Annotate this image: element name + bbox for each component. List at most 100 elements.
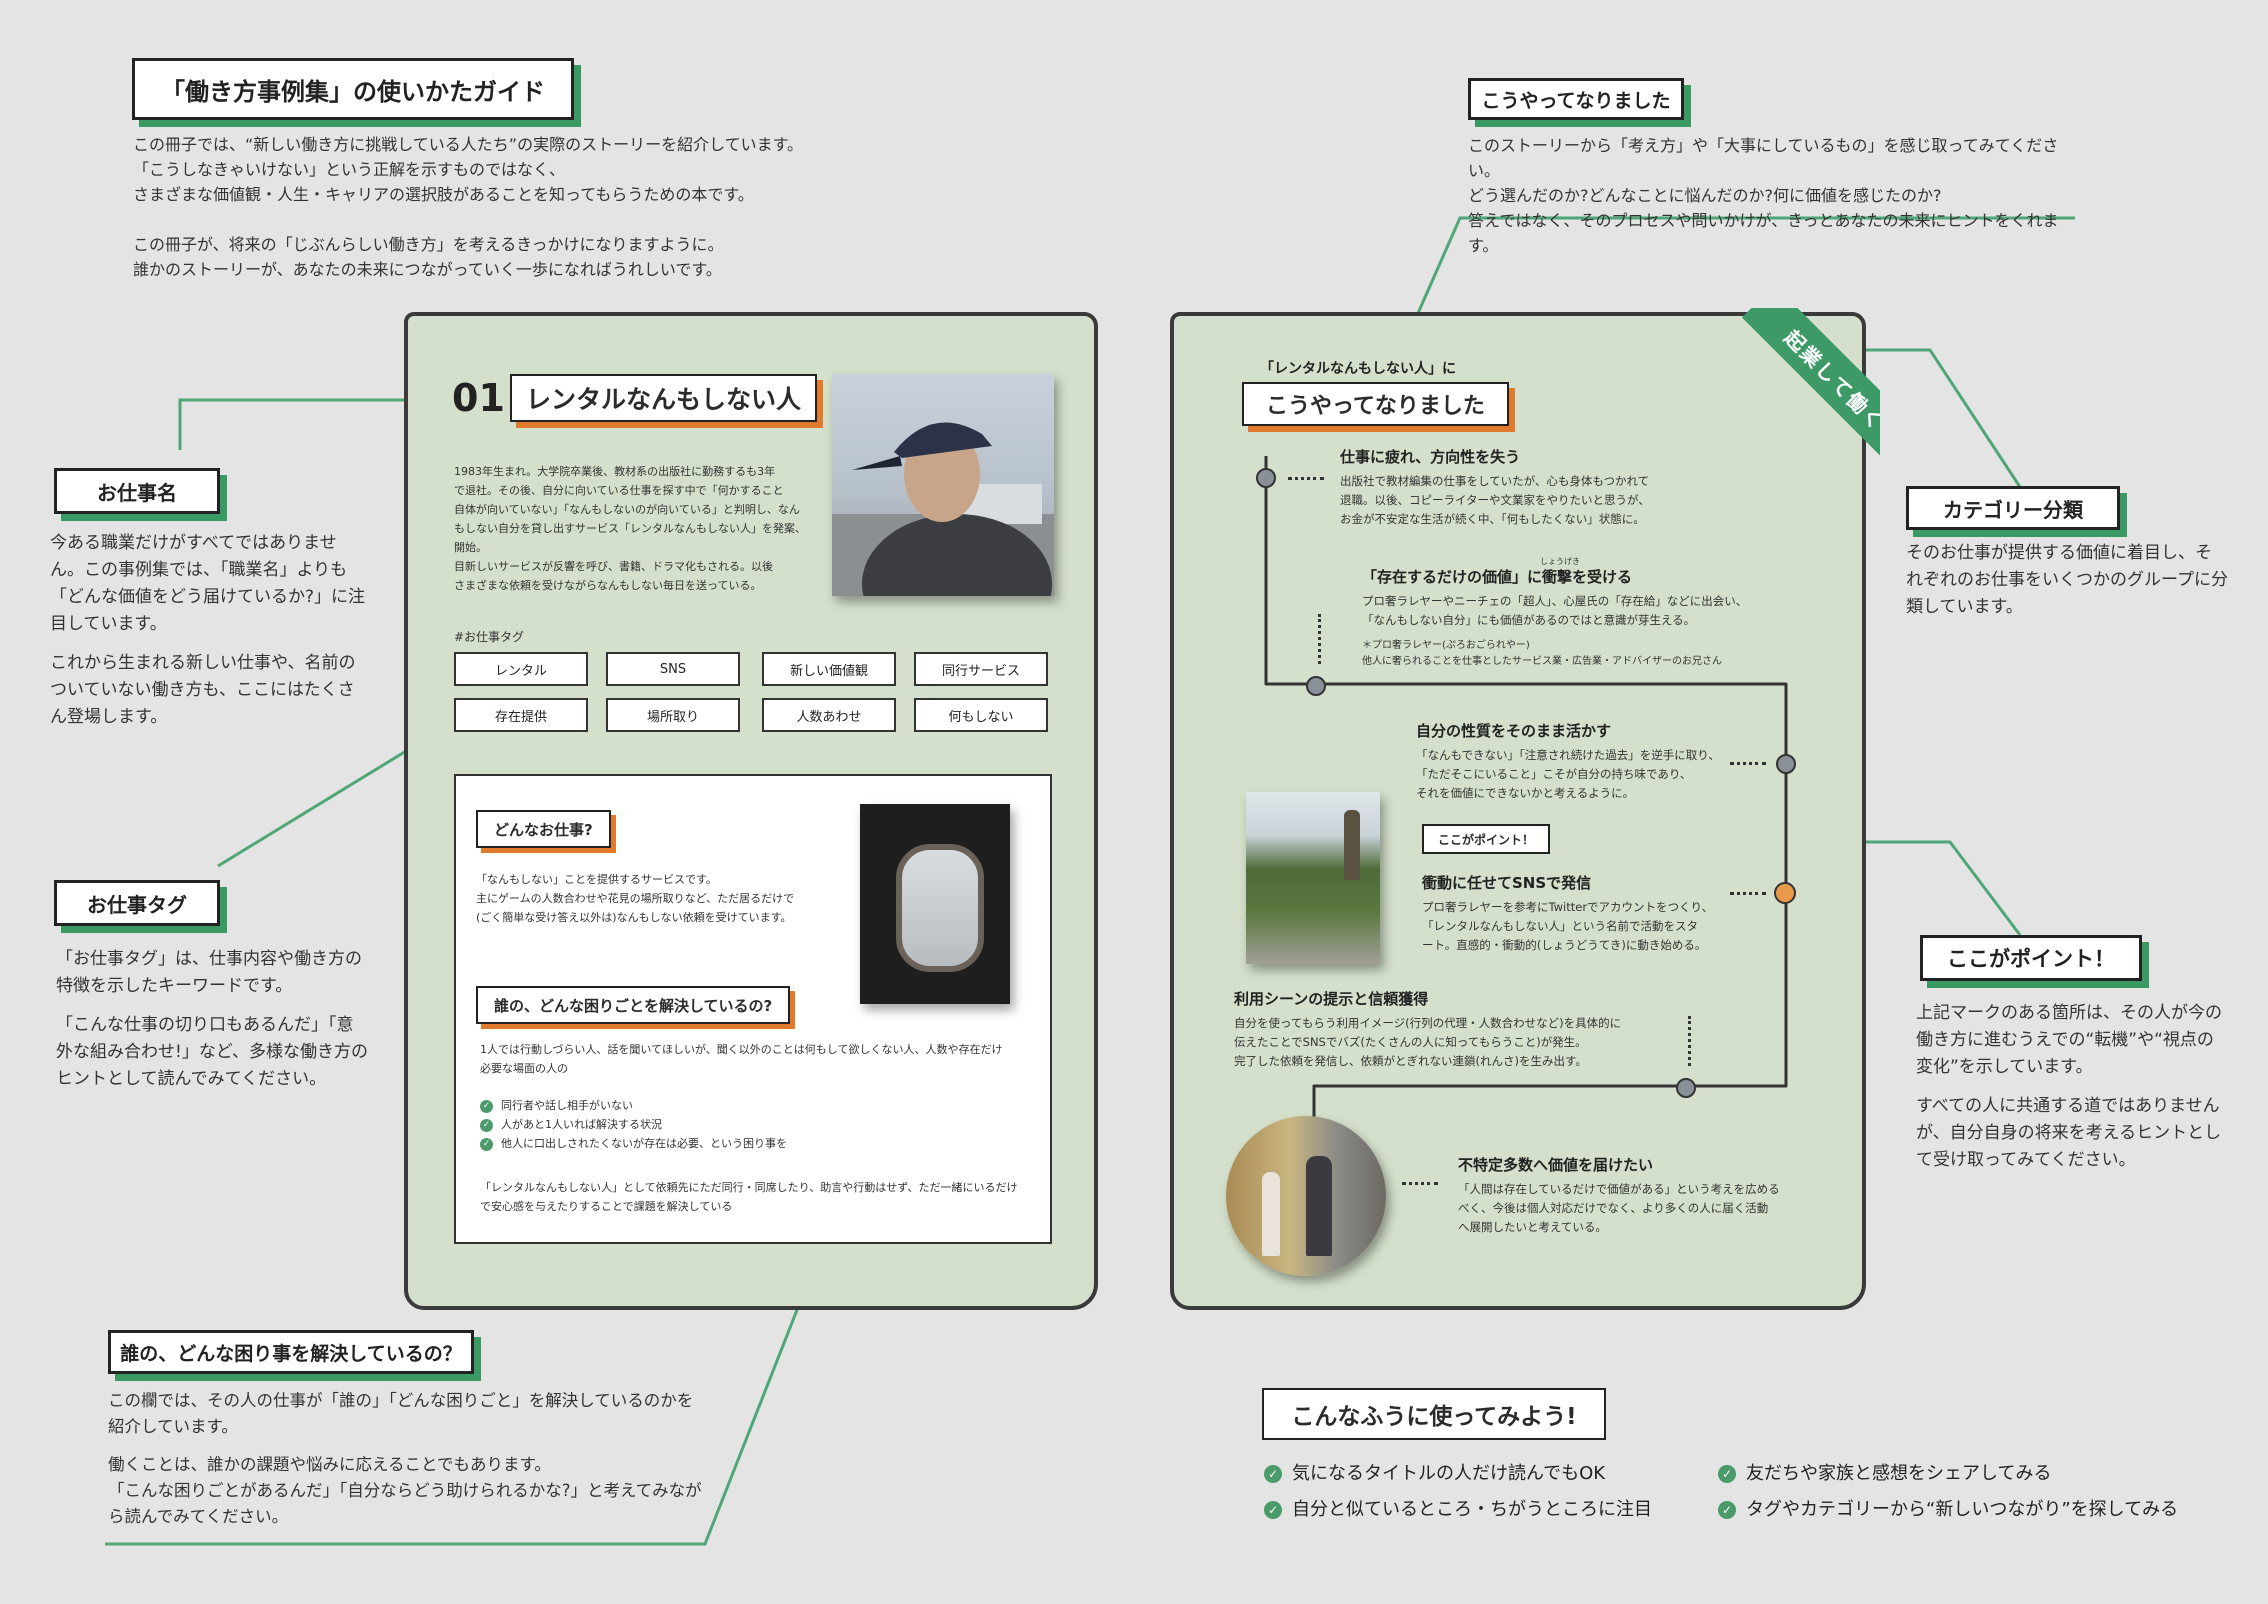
timeline-dot <box>1306 676 1326 696</box>
tag-sns[interactable]: SNS <box>606 652 740 686</box>
tag-headcount[interactable]: 人数あわせ <box>762 698 896 732</box>
step5-title: 利用シーンの提示と信頼獲得 <box>1234 990 1429 1008</box>
point-annotation-label: ここがポイント！ <box>1920 935 2142 981</box>
check-text: 同行者や話し相手がいない <box>501 1099 633 1112</box>
step3-line: 「なんもできない」「注意され続けた過去」を逆手に取り、 <box>1416 748 1720 762</box>
tags-label: #お仕事タグ <box>454 630 525 644</box>
usage-item-text: タグやカテゴリーから“新しいつながり”を探してみる <box>1746 1499 2179 1520</box>
check-item: ✓他人に口出しされたくないが存在は必要、という困り事を <box>480 1134 1040 1153</box>
street-photo <box>1226 1116 1386 1276</box>
timeline-connector <box>1402 1182 1438 1185</box>
what-title: どんなお仕事? <box>476 810 611 848</box>
portrait-photo <box>832 374 1054 596</box>
problem-description: この欄では、その人の仕事が「誰の」「どんな困りごと」を解決しているのかを紹介して… <box>108 1388 708 1530</box>
guide-title: 「働き方事例集」の使いかたガイド <box>132 58 574 120</box>
step6-line: 「人間は存在しているだけで価値がある」という考えを広める <box>1458 1182 1780 1196</box>
usage-item: ✓ 自分と似ているところ・ちがうところに注目 <box>1264 1492 1652 1528</box>
check-icon: ✓ <box>480 1137 493 1151</box>
tag-new-values[interactable]: 新しい価値観 <box>762 652 896 686</box>
bio-line: 開始。 <box>454 541 487 554</box>
timeline-connector <box>1730 762 1766 765</box>
problem-label: 誰の、どんな困り事を解決しているの？ <box>108 1330 474 1374</box>
job-tag-label: お仕事タグ <box>54 880 220 926</box>
timeline-connector-vertical <box>1688 1016 1691 1066</box>
tag-presence[interactable]: 存在提供 <box>454 698 588 732</box>
step1-line: 退職。以後、コピーライターや文業家をやりたいと思うが、 <box>1340 493 1650 507</box>
usage-item-text: 友だちや家族と感想をシェアしてみる <box>1746 1463 2052 1484</box>
bio-line: さまざまな依頼を受けながらなんもしない毎日を送っている。 <box>454 579 762 592</box>
what-line: 「なんもしない」ことを提供するサービスです。 <box>476 873 717 886</box>
what-text: 「なんもしない」ことを提供するサービスです。 主にゲームの人数合わせや花見の場所… <box>476 870 846 927</box>
guide-title-text: 「働き方事例集」の使いかたガイド <box>161 77 545 106</box>
heading-box: こうやってなりました <box>1242 382 1509 426</box>
step5-line: 完了した依頼を発信し、依頼がとぎれない連鎖(れんさ)を生み出す。 <box>1234 1054 1587 1068</box>
step2-note: ＊プロ奢ラレヤー(ぷろおごられやー) 他人に奢られることを仕事としたサービス業・… <box>1362 638 1842 670</box>
step4-text: プロ奢ラレヤーを参考にTwitterでアカウントをつくり、 「レンタルなんもしな… <box>1422 898 1732 955</box>
timeline-connector <box>1730 892 1766 895</box>
tag-accompany[interactable]: 同行サービス <box>914 652 1048 686</box>
connector-process <box>1398 216 2075 355</box>
timeline-dot <box>1776 754 1796 774</box>
job-name-label: お仕事名 <box>54 468 220 514</box>
usage-item-text: 自分と似ているところ・ちがうところに注目 <box>1292 1499 1652 1520</box>
job-name-p1: 今ある職業だけがすべてではありません。この事例集では、「職業名」よりも「どんな価… <box>50 533 366 634</box>
tag-do-nothing[interactable]: 何もしない <box>914 698 1048 732</box>
right-page: 「レンタルなんもしない人」に こうやってなりました 起業して働く 仕事に疲れ、方… <box>1170 308 1880 1310</box>
guide-intro-line: 誰かのストーリーが、あなたの未来につながっていく一歩になればうれしいです。 <box>133 260 722 279</box>
check-icon: ✓ <box>480 1099 493 1113</box>
point-description: 上記マークのある箇所は、その人が今の働き方に進むうえでの“転機”や“視点の変化”… <box>1916 1000 2228 1186</box>
closing-line: 「レンタルなんもしない人」として依頼先にただ同行・同席したり、助言や行動はせず、… <box>480 1181 1018 1194</box>
content-box: どんなお仕事? 「なんもしない」ことを提供するサービスです。 主にゲームの人数合… <box>454 774 1052 1244</box>
step2-line: プロ奢ラレヤーやニーチェの「超人」、心屋氏の「存在給」などに出会い、 <box>1362 594 1748 608</box>
bio-line: 自体が向いていない」「なんもしないのが向いている」と判明し、なん <box>454 503 800 516</box>
guide-intro-line: 「こうしなきゃいけない」という正解を示すものではなく、 <box>133 160 566 179</box>
tag-rental[interactable]: レンタル <box>454 652 588 686</box>
step6-text: 「人間は存在しているだけで価値がある」という考えを広める べく、今後は個人対応だ… <box>1458 1180 1788 1237</box>
timeline-connector <box>1288 477 1324 480</box>
check-icon: ✓ <box>1718 1501 1736 1519</box>
biography: 1983年生まれ。大学院卒業後、教材系の出版社に勤務するも3年 で退社。その後、… <box>454 462 824 595</box>
check-icon: ✓ <box>1264 1465 1282 1483</box>
step5-line: 伝えたことでSNSでバズ(たくさんの人に知ってもらうこと)が発生。 <box>1234 1035 1587 1049</box>
step2-note-line: 他人に奢られることを仕事としたサービス業・広告業・アドバイザーのお兄さん <box>1362 656 1722 667</box>
point-label: ここがポイント！ <box>1422 824 1551 854</box>
point-p2: すべての人に共通する道ではありませんが、自分自身の将来を考えるヒントとして受け取… <box>1916 1096 2222 1170</box>
check-item: ✓ 同行者や話し相手がいない <box>480 1096 1040 1115</box>
step3-line: それを価値にできないかと考えるように。 <box>1416 786 1635 800</box>
check-icon: ✓ <box>1264 1501 1282 1519</box>
guide-intro-line: この冊子では、“新しい働き方に挑戦している人たち”の実際のストーリーを紹介してい… <box>133 135 804 154</box>
usage-title-text: こんなふうに使ってみよう! <box>1291 1404 1577 1430</box>
timeline-connector-vertical <box>1318 614 1321 664</box>
who-text: 1人では行動しづらい人、話を聞いてほしいが、聞く以外のことは何もして欲しくない人… <box>480 1040 1040 1078</box>
step1-line: お金が不安定な生活が続く中、「何もしたくない」状態に。 <box>1340 512 1645 526</box>
window-frame <box>896 844 984 972</box>
step2-line: 「なんもしない自分」にも価値があるのではと意識が芽生える。 <box>1362 613 1696 627</box>
point-dot <box>1774 882 1796 904</box>
step1-line: 出版社で教材編集の仕事をしていたが、心も身体もつかれて <box>1340 474 1650 488</box>
left-page: 01 レンタルなんもしない人 1983年生まれ。大学院卒業後、教材系の出版社に勤… <box>404 312 1098 1310</box>
step5-line: 自分を使ってもらう利用イメージ(行列の代理・人数合わせなど)を具体的に <box>1234 1016 1622 1030</box>
step3-title: 自分の性質をそのまま活かす <box>1416 722 1612 740</box>
step4-title: 衝動に任せてSNSで発信 <box>1422 874 1592 892</box>
step1-title: 仕事に疲れ、方向性を失う <box>1340 448 1521 466</box>
usage-item-text: 気になるタイトルの人だけ読んでもOK <box>1292 1463 1606 1484</box>
garden-photo <box>1246 792 1380 964</box>
person-figure <box>1344 810 1360 880</box>
point-label-text: ここがポイント！ <box>1438 832 1535 847</box>
walker-figure <box>1262 1172 1280 1256</box>
closing-text: 「レンタルなんもしない人」として依頼先にただ同行・同席したり、助言や行動はせず、… <box>480 1178 1040 1216</box>
usage-item: ✓ タグやカテゴリーから“新しいつながり”を探してみる <box>1718 1492 2178 1528</box>
step6-line: べく、今後は個人対応だけでなく、より多くの人に届く活動 <box>1458 1201 1769 1215</box>
tag-spot-saving[interactable]: 場所取り <box>606 698 740 732</box>
guide-intro: この冊子では、“新しい働き方に挑戦している人たち”の実際のストーリーを紹介してい… <box>133 132 853 282</box>
connector-job-name <box>178 398 440 450</box>
window-photo <box>860 804 1010 1004</box>
check-list: ✓同行者や話し相手がいない ✓人があと1人いれば解決する状況 ✓他人に口出しされ… <box>480 1096 1040 1153</box>
problem-label-text: 誰の、どんな困り事を解決しているの？ <box>120 1342 462 1365</box>
heading: こうやってなりました <box>1266 394 1485 419</box>
usage-item: ✓ 気になるタイトルの人だけ読んでもOK <box>1264 1456 1652 1492</box>
process-label-text: こうやってなりました <box>1481 89 1671 112</box>
category-label-text: カテゴリー分類 <box>1943 497 2083 522</box>
who-title: 誰の、どんな困りごとを解決しているの? <box>476 986 791 1024</box>
bio-line: 目新しいサービスが反響を呼び、書籍、ドラマ化もされる。以後 <box>454 560 773 573</box>
